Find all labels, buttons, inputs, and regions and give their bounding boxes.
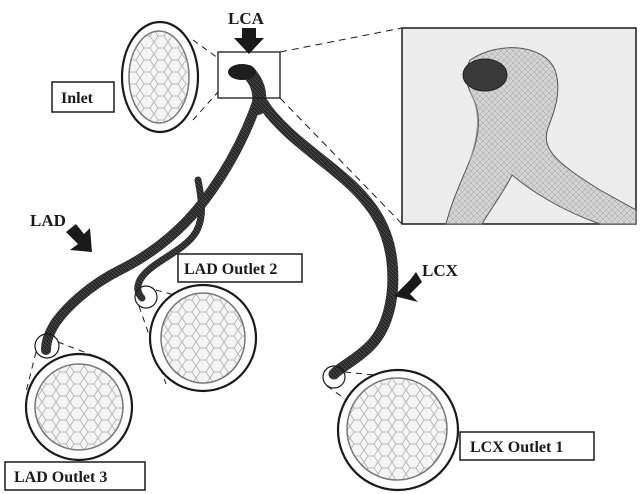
lad-outlet-2-label-box: LAD Outlet 2	[178, 254, 302, 282]
inlet-label-box: Inlet	[52, 82, 114, 112]
inlet-connector-top	[193, 40, 218, 58]
lad-outlet-3-label-box: LAD Outlet 3	[5, 462, 145, 490]
inlet-cross-section	[122, 22, 198, 132]
lca-arrow-icon	[234, 28, 264, 54]
lad-label: LAD	[30, 211, 66, 230]
zoom-connector-bottom	[280, 98, 402, 224]
lca-ostium	[228, 64, 256, 80]
zoom-connector-top	[280, 28, 402, 52]
lad-outlet-3-label: LAD Outlet 3	[14, 469, 107, 486]
lad-outlet-2-label: LAD Outlet 2	[184, 261, 277, 278]
lad-arrow-icon	[66, 224, 92, 252]
lad-outlet-2-cross-section	[150, 285, 256, 391]
lcx-label: LCX	[422, 261, 459, 280]
lad-outlet-3-cross-section	[26, 354, 132, 460]
lca-zoom-inset	[402, 28, 636, 224]
lcx-outlet-1-label: LCX Outlet 1	[470, 439, 563, 456]
lcx-outlet-1-label-box: LCX Outlet 1	[460, 432, 594, 460]
inlet-label: Inlet	[61, 90, 94, 107]
lcx-vessel	[262, 102, 393, 374]
lcx-outlet-1-cross-section	[338, 370, 458, 490]
lca-label: LCA	[228, 9, 265, 28]
